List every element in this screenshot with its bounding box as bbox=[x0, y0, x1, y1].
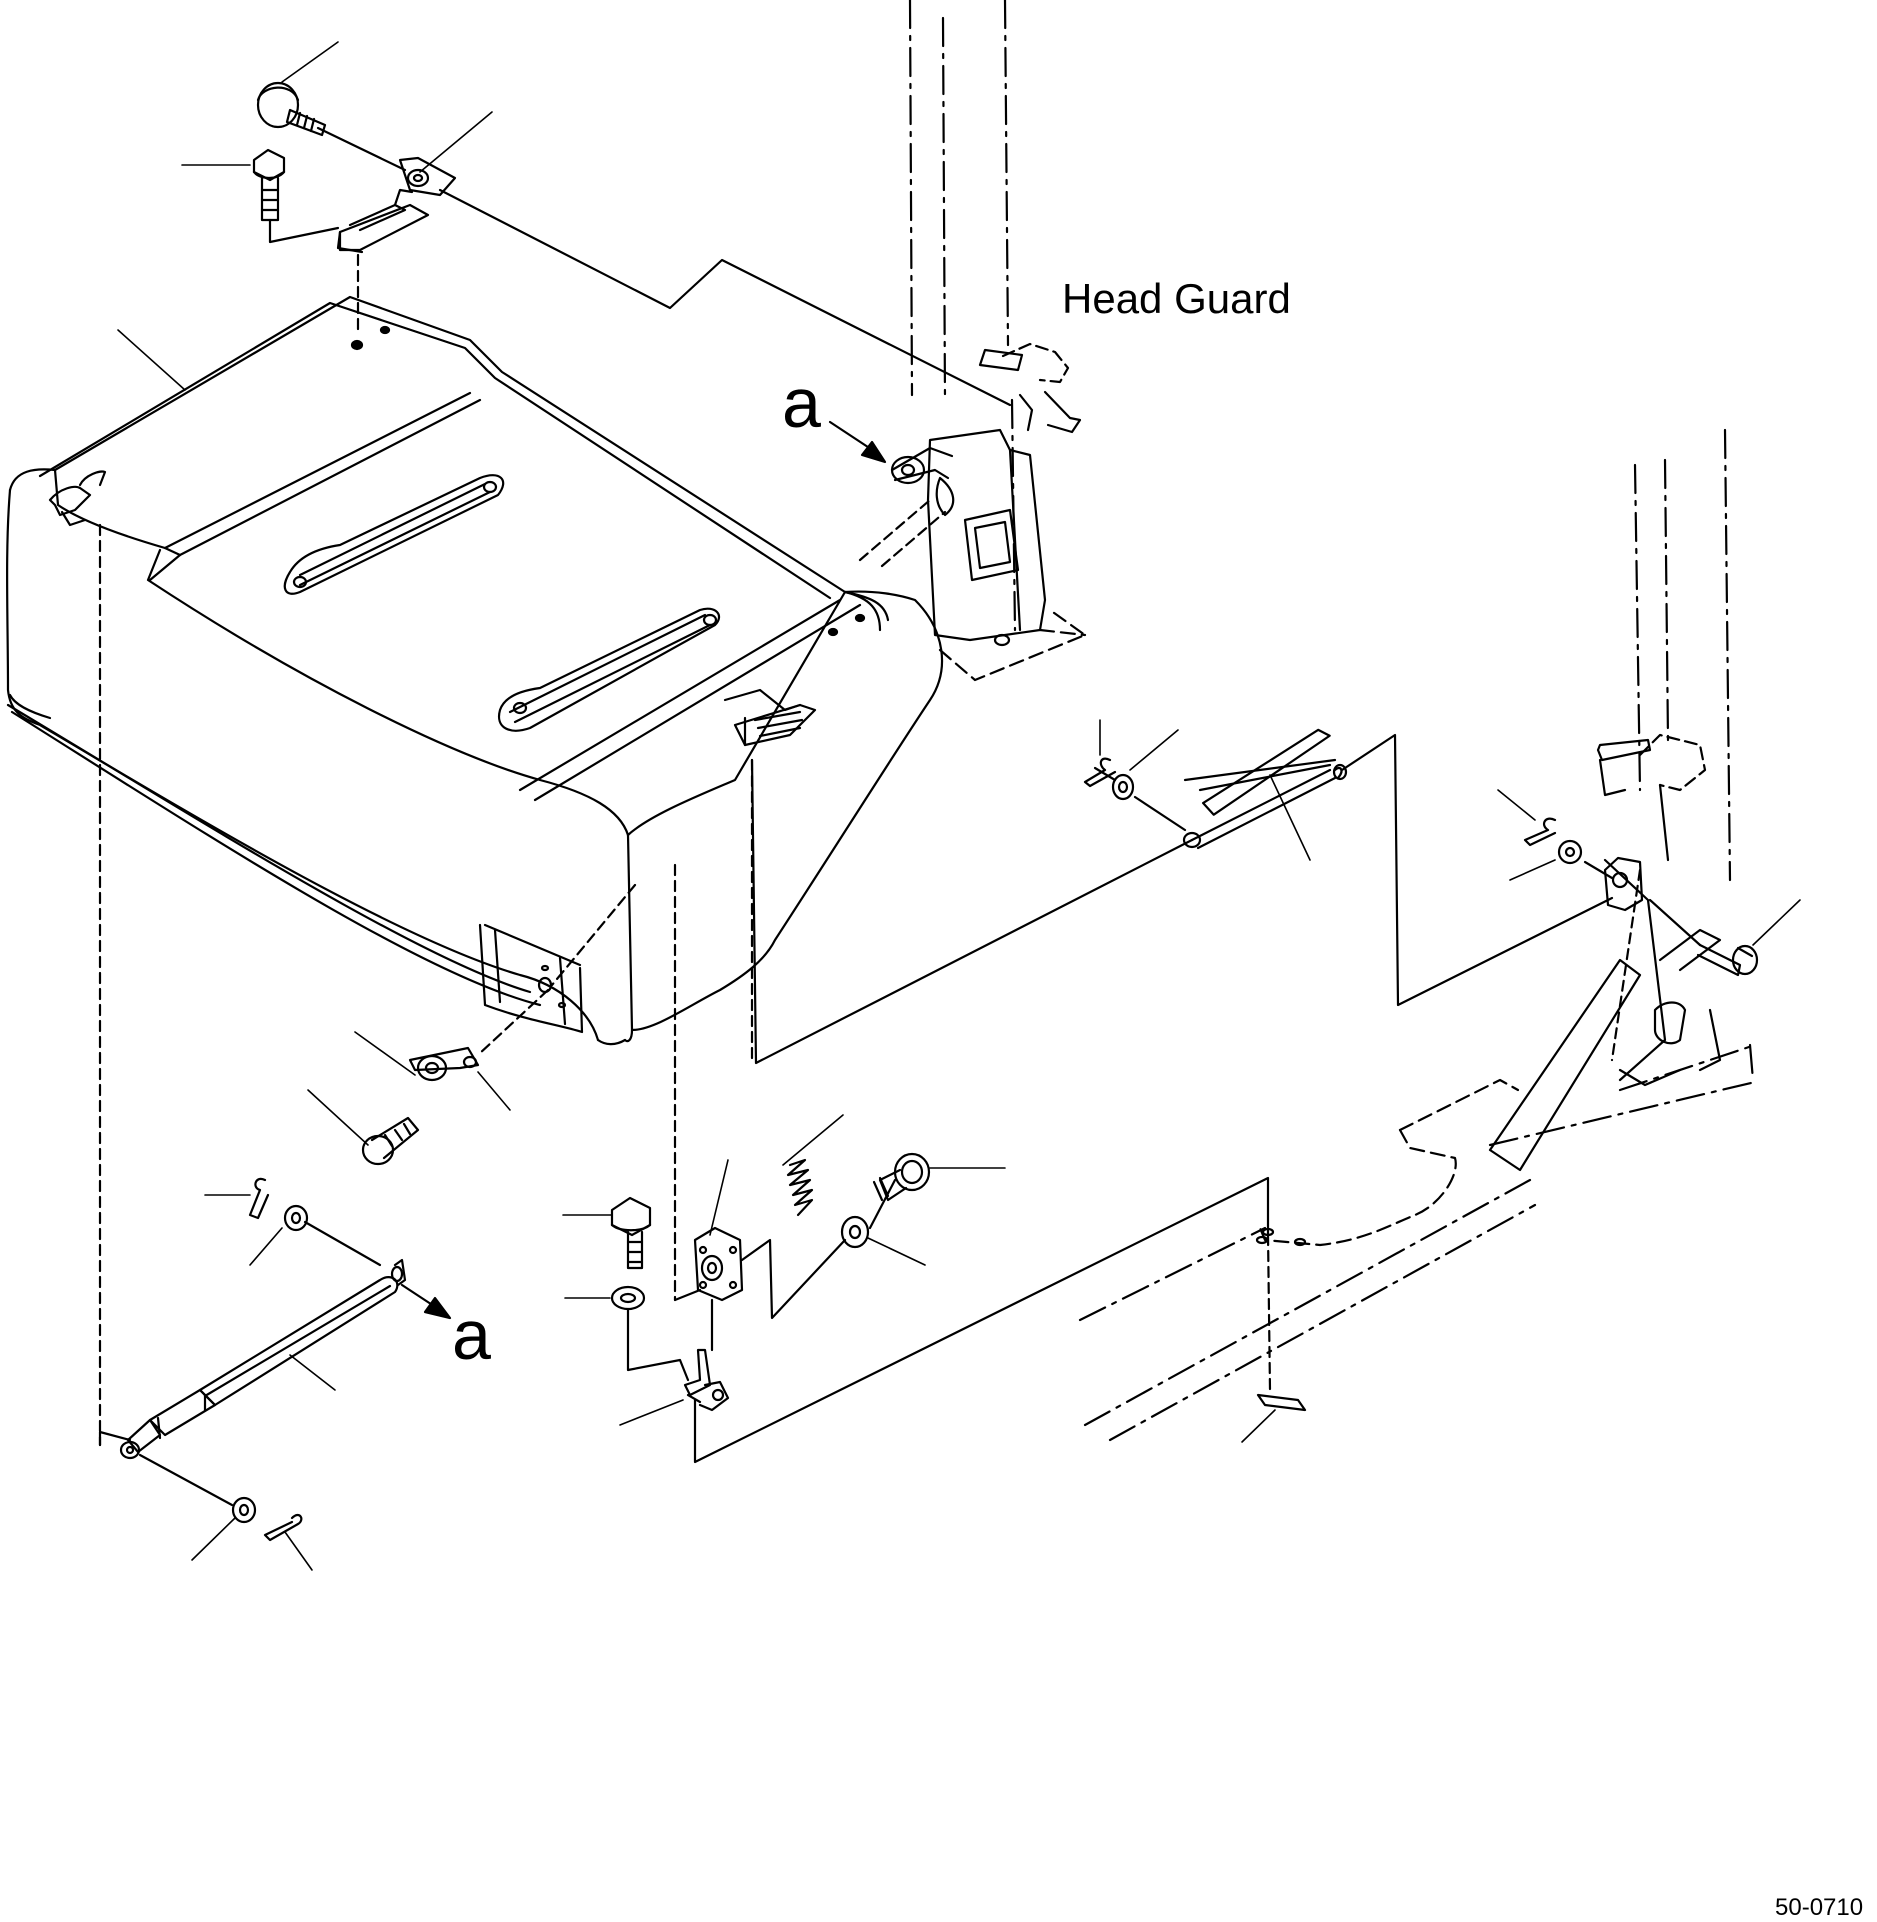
washer-lower-strut-top bbox=[285, 1206, 307, 1230]
head-guard-label: Head Guard bbox=[1062, 275, 1291, 322]
detail-arrow-upper bbox=[830, 422, 885, 462]
washer-upper-strut bbox=[1113, 775, 1133, 799]
latch-striker-top bbox=[338, 158, 455, 252]
washer-lower-strut-bottom bbox=[233, 1498, 255, 1522]
lock-plate-center bbox=[695, 1228, 742, 1300]
leader-lines bbox=[118, 42, 1800, 1570]
hood-cover bbox=[7, 297, 942, 1044]
lock-bracket-lower bbox=[685, 1350, 728, 1410]
clip-left-middle bbox=[410, 1048, 478, 1070]
hinge-bracket-right bbox=[1605, 858, 1642, 910]
pin-right bbox=[1698, 945, 1757, 975]
head-guard-frame-upper bbox=[860, 0, 1085, 680]
washer-right-frame bbox=[1559, 841, 1581, 863]
bolt-hex-center bbox=[612, 1198, 650, 1268]
washer-center bbox=[612, 1287, 644, 1309]
bolt-left-middle bbox=[363, 1118, 418, 1164]
shim-plate bbox=[1258, 1395, 1305, 1410]
hood-stay-lower bbox=[121, 1260, 405, 1458]
clip-lower-strut-bottom bbox=[265, 1515, 301, 1540]
clip-right-frame bbox=[1525, 819, 1555, 845]
detail-a-label-lower: a bbox=[452, 1296, 491, 1374]
bolt-flange-right-center bbox=[874, 1154, 929, 1200]
assembly-lines bbox=[100, 128, 1700, 1505]
figure-code: 50-0710 bbox=[1775, 1894, 1864, 1921]
hood-stay-upper bbox=[1184, 727, 1346, 848]
clip-upper-strut bbox=[1085, 759, 1115, 786]
bolt-top-roundhead bbox=[258, 83, 325, 135]
bolt-hex-upper-left bbox=[254, 150, 284, 220]
clip-lower-strut-top bbox=[250, 1179, 268, 1218]
detail-a-label-upper: a bbox=[782, 364, 821, 442]
head-guard-frame-right bbox=[1080, 430, 1755, 1440]
washer-right-center bbox=[842, 1217, 868, 1247]
spring bbox=[788, 1160, 812, 1215]
detail-arrow-lower bbox=[402, 1285, 450, 1318]
